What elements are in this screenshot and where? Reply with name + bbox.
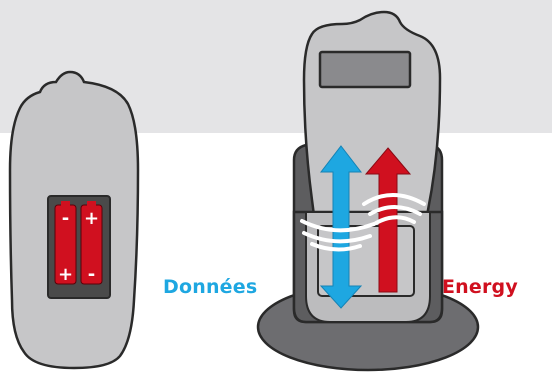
battery-left-cap bbox=[61, 201, 70, 206]
battery-device: - + + - bbox=[8, 70, 140, 370]
wave-left-1 bbox=[302, 231, 372, 244]
battery-sign-right-top: + bbox=[84, 208, 99, 229]
battery-right-cap bbox=[87, 201, 96, 206]
data-arrow-shape bbox=[319, 145, 363, 309]
device-display bbox=[318, 50, 412, 89]
charging-station bbox=[256, 10, 480, 372]
data-label: Données bbox=[163, 276, 258, 298]
battery-sign-left-top: - bbox=[62, 208, 69, 229]
data-arrow bbox=[319, 145, 363, 309]
wave-left-2 bbox=[310, 242, 362, 252]
wave-right-1 bbox=[368, 205, 422, 216]
wave-right-3 bbox=[362, 193, 426, 206]
wave-left-3 bbox=[300, 219, 376, 233]
wireless-waves-icon bbox=[300, 193, 426, 252]
battery-sign-right-bottom: - bbox=[88, 264, 95, 285]
battery-sign-left-bottom: + bbox=[58, 264, 73, 285]
energy-label: Energy bbox=[442, 276, 518, 298]
wave-right-2 bbox=[374, 215, 416, 225]
